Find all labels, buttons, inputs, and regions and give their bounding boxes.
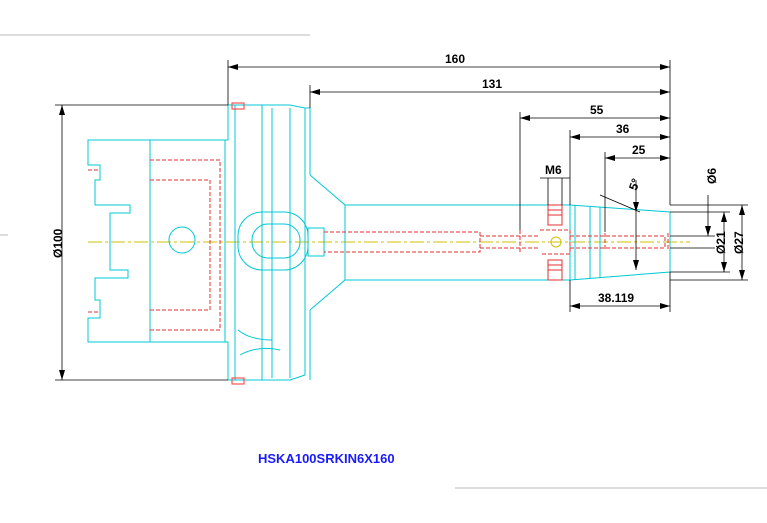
dim-dia-6: Ø6 <box>705 168 719 184</box>
set-screws <box>231 102 563 385</box>
dimension-lines <box>55 60 748 381</box>
dim-36: 36 <box>616 122 630 136</box>
dim-angle: 5° <box>626 176 643 192</box>
dim-dia-100: Ø100 <box>51 228 65 258</box>
tool-holder-outline <box>87 104 671 381</box>
sheet-frame <box>0 34 767 489</box>
part-number-label: HSKA100SRKIN6X160 <box>258 451 395 466</box>
dim-tip-length: 38.119 <box>598 291 634 305</box>
dim-thread-m6: M6 <box>545 163 562 177</box>
dim-25: 25 <box>632 143 646 157</box>
dim-55: 55 <box>590 103 604 117</box>
dim-overall-length: 160 <box>445 52 465 66</box>
dimension-arrows <box>59 64 745 380</box>
dim-body-length: 131 <box>482 77 502 91</box>
dim-dia-27: Ø27 <box>732 231 746 254</box>
dim-dia-21: Ø21 <box>714 231 728 254</box>
hidden-lines <box>88 159 669 331</box>
